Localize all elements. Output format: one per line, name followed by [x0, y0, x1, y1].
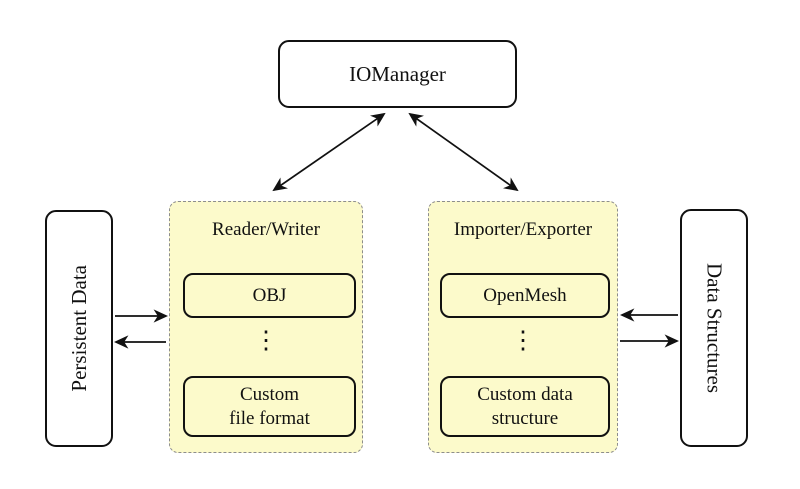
custom-file-format-label: Custom file format — [229, 383, 310, 429]
iomanager-label: IOManager — [349, 61, 446, 86]
iomanager-node: IOManager — [278, 40, 517, 108]
vdots-reader-writer: ⋮ — [253, 327, 279, 354]
importer-exporter-title: Importer/Exporter — [453, 219, 593, 240]
persistent-data-node: Persistent Data — [45, 210, 113, 447]
data-structures-label: Data Structures — [702, 262, 727, 394]
persistent-data-label: Persistent Data — [66, 265, 91, 392]
custom-file-format-node: Custom file format — [183, 376, 356, 437]
custom-data-structure-node: Custom data structure — [440, 376, 610, 437]
openmesh-label: OpenMesh — [483, 284, 567, 306]
obj-node: OBJ — [183, 273, 356, 318]
reader-writer-title: Reader/Writer — [212, 219, 320, 240]
openmesh-node: OpenMesh — [440, 273, 610, 318]
arrow-iomanager-readerwriter — [272, 112, 386, 192]
data-structures-node: Data Structures — [680, 209, 748, 447]
reader-writer-group: Reader/Writer OBJ ⋮ Custom file format — [169, 201, 363, 453]
vdots-importer-exporter: ⋮ — [510, 327, 536, 354]
arrow-iomanager-importerexporter — [408, 112, 519, 192]
importer-exporter-group: Importer/Exporter OpenMesh ⋮ Custom data… — [428, 201, 618, 453]
obj-label: OBJ — [252, 284, 287, 306]
custom-data-structure-label: Custom data structure — [477, 383, 573, 429]
